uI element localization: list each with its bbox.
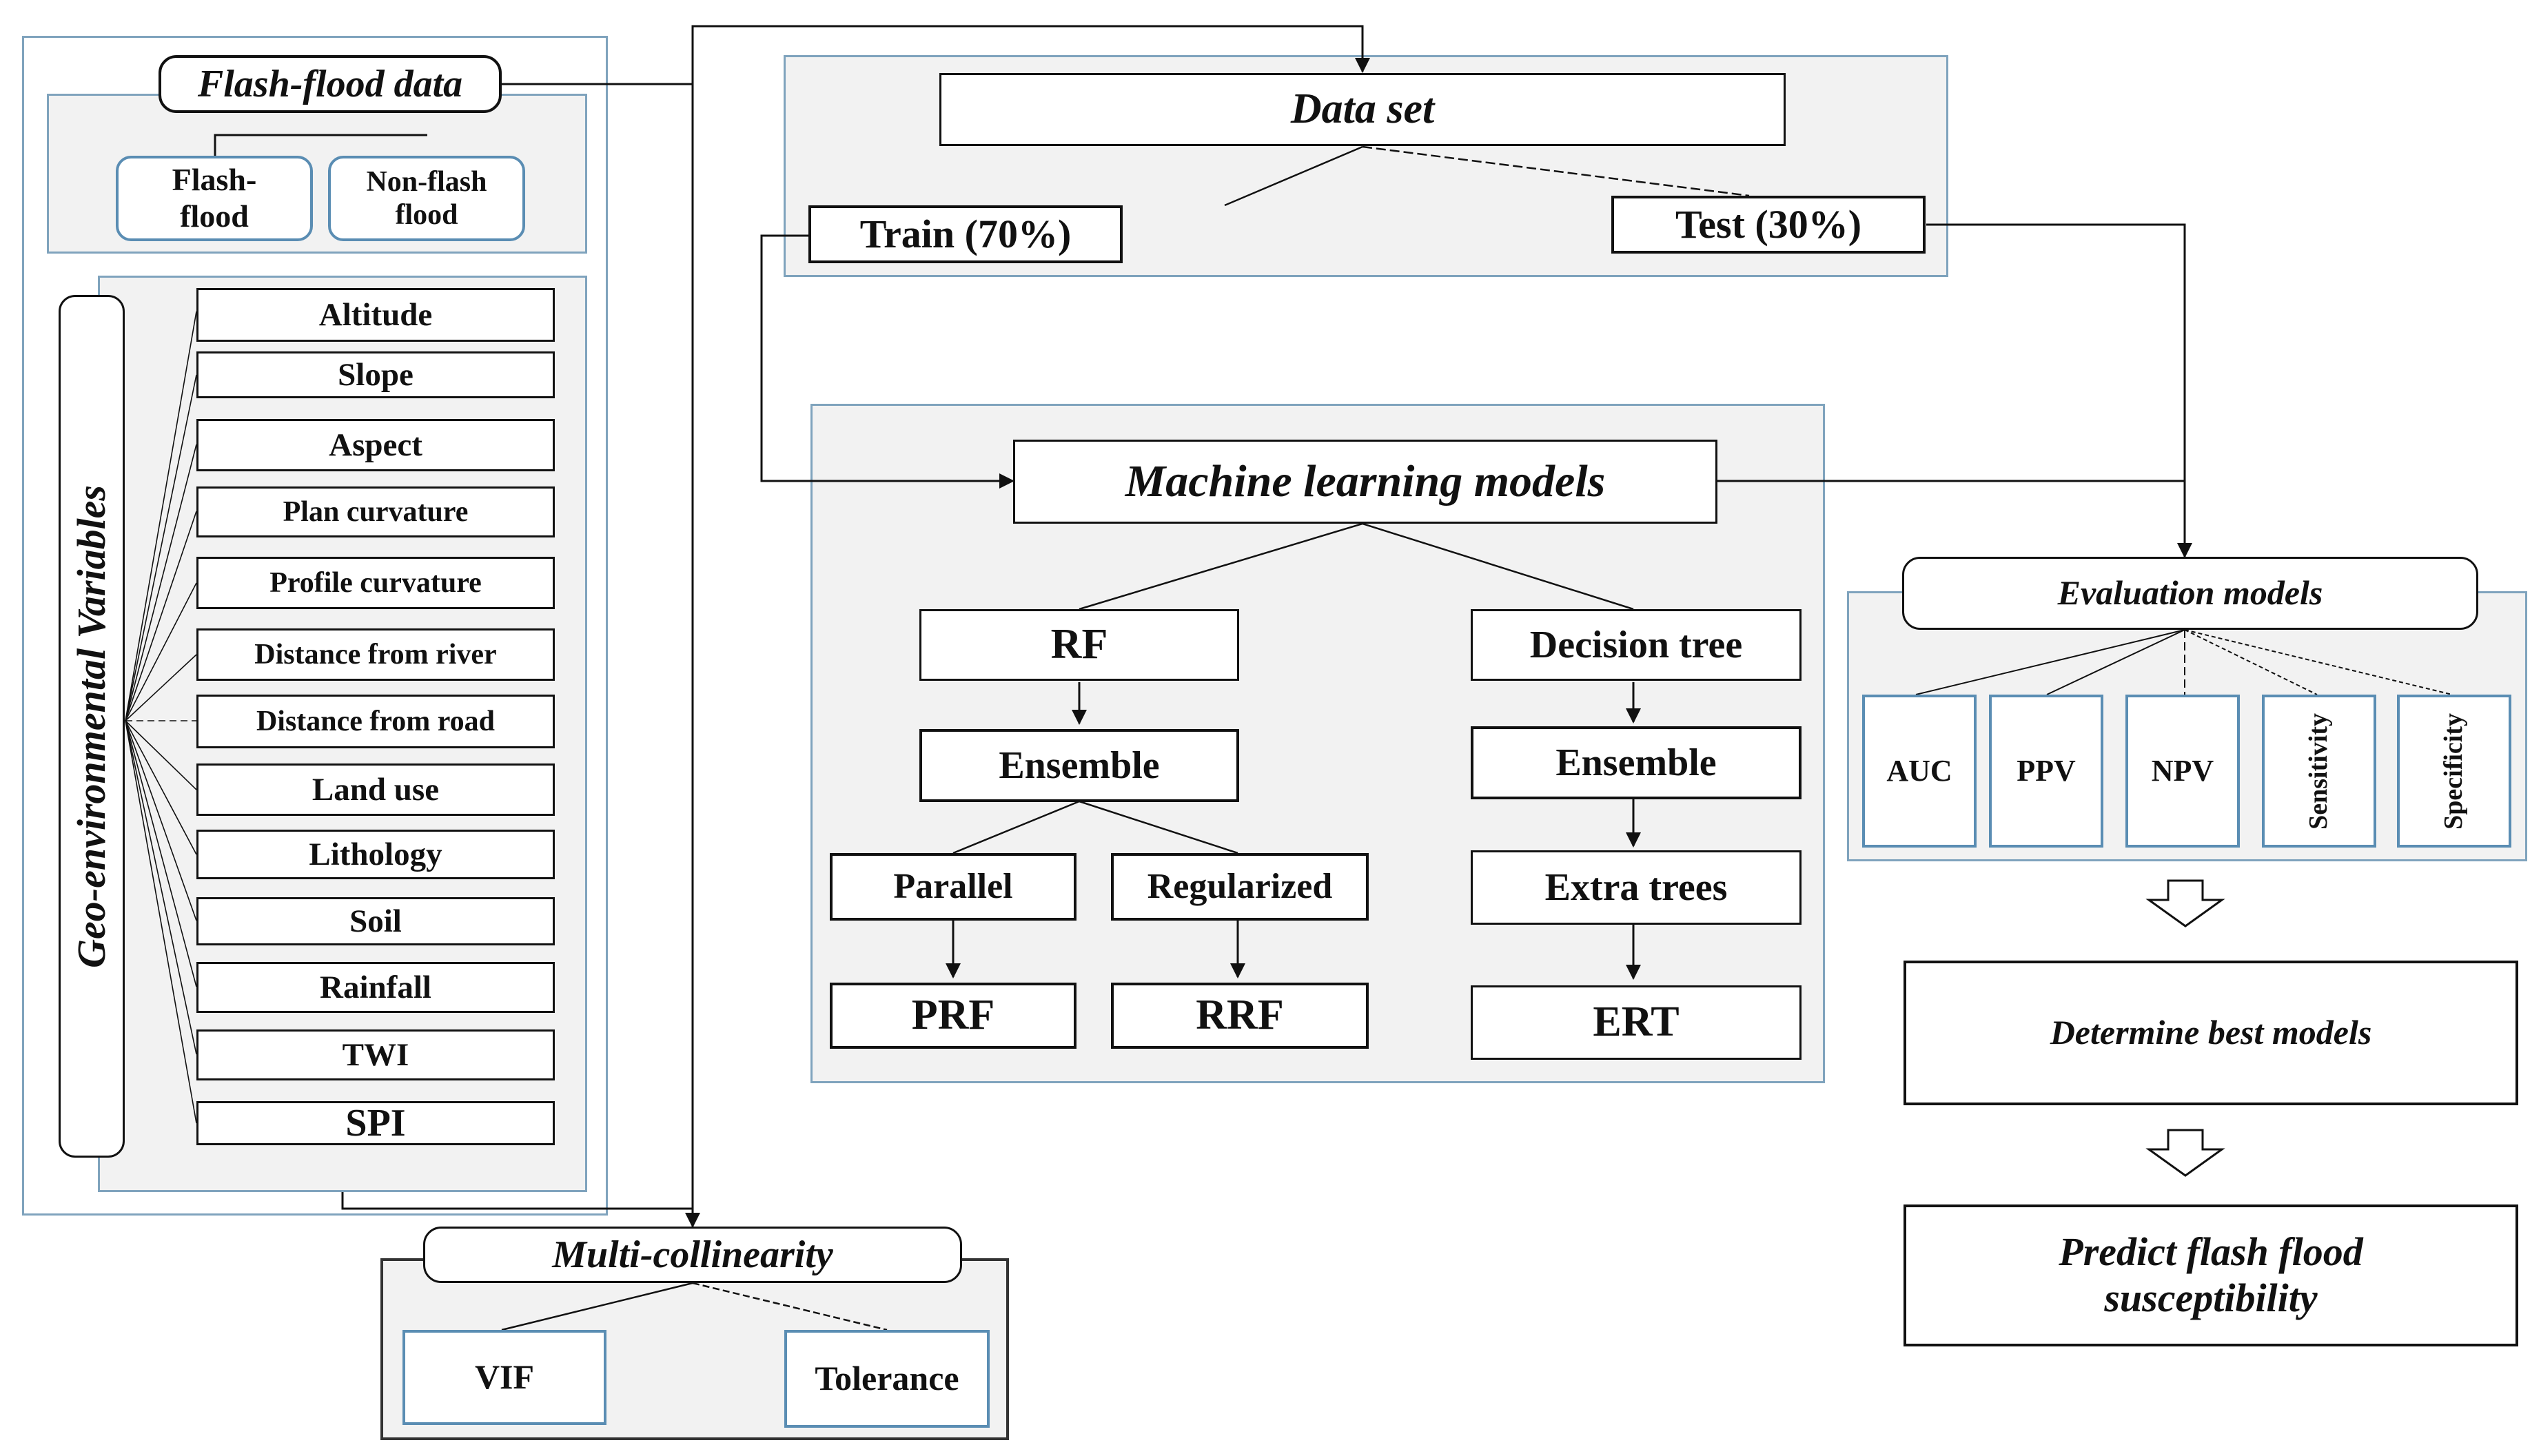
multicollinearity-title: Multi-collinearity xyxy=(423,1227,962,1283)
vif-box: VIF xyxy=(402,1330,606,1425)
metric-npv: NPV xyxy=(2125,695,2240,848)
extra-trees-box: Extra trees xyxy=(1471,850,1802,925)
regularized-box: Regularized xyxy=(1111,853,1369,921)
non-flash-flood-box: Non-flash flood xyxy=(328,156,525,241)
ensemble-right-box: Ensemble xyxy=(1471,726,1802,799)
variable-profile-curvature: Profile curvature xyxy=(196,557,555,609)
determine-best-models-box: Determine best models xyxy=(1904,961,2518,1105)
variable-rainfall: Rainfall xyxy=(196,962,555,1013)
geo-environmental-label: Geo-environmental Variables xyxy=(59,295,125,1158)
flash-flood-box: Flash- flood xyxy=(116,156,313,241)
metric-ppv: PPV xyxy=(1989,695,2103,848)
metric-sensitivity-label: Sensitivity xyxy=(2304,712,2334,830)
rf-box: RF xyxy=(919,609,1239,681)
ensemble-left-box: Ensemble xyxy=(919,729,1239,802)
decision-tree-box: Decision tree xyxy=(1471,609,1802,681)
ert-box: ERT xyxy=(1471,985,1802,1060)
metric-sensitivity: Sensitivity xyxy=(2262,695,2376,848)
variable-lithology: Lithology xyxy=(196,830,555,879)
variable-aspect: Aspect xyxy=(196,419,555,471)
train-box: Train (70%) xyxy=(808,205,1123,263)
variable-altitude: Altitude xyxy=(196,288,555,342)
variable-distance-from-river: Distance from river xyxy=(196,628,555,681)
variable-slope: Slope xyxy=(196,351,555,398)
predict-susceptibility-box: Predict flash flood susceptibility xyxy=(1904,1204,2518,1346)
variable-distance-from-road: Distance from road xyxy=(196,695,555,748)
tolerance-box: Tolerance xyxy=(784,1330,990,1428)
metric-specificity: Specificity xyxy=(2397,695,2511,848)
variable-spi: SPI xyxy=(196,1101,555,1145)
dataset-title: Data set xyxy=(939,73,1786,146)
metric-specificity-label: Specificity xyxy=(2439,712,2469,830)
geo-environmental-title: Geo-environmental Variables xyxy=(68,484,114,968)
metric-auc: AUC xyxy=(1862,695,1977,848)
flash-flood-data-title: Flash-flood data xyxy=(159,55,502,113)
ml-models-title: Machine learning models xyxy=(1013,440,1717,524)
parallel-box: Parallel xyxy=(830,853,1076,921)
variable-twi: TWI xyxy=(196,1029,555,1080)
evaluation-title: Evaluation models xyxy=(1902,557,2478,630)
variable-soil: Soil xyxy=(196,897,555,945)
rrf-box: RRF xyxy=(1111,983,1369,1049)
variable-land-use: Land use xyxy=(196,763,555,816)
test-box: Test (30%) xyxy=(1611,196,1926,254)
variable-plan-curvature: Plan curvature xyxy=(196,486,555,537)
prf-box: PRF xyxy=(830,983,1076,1049)
